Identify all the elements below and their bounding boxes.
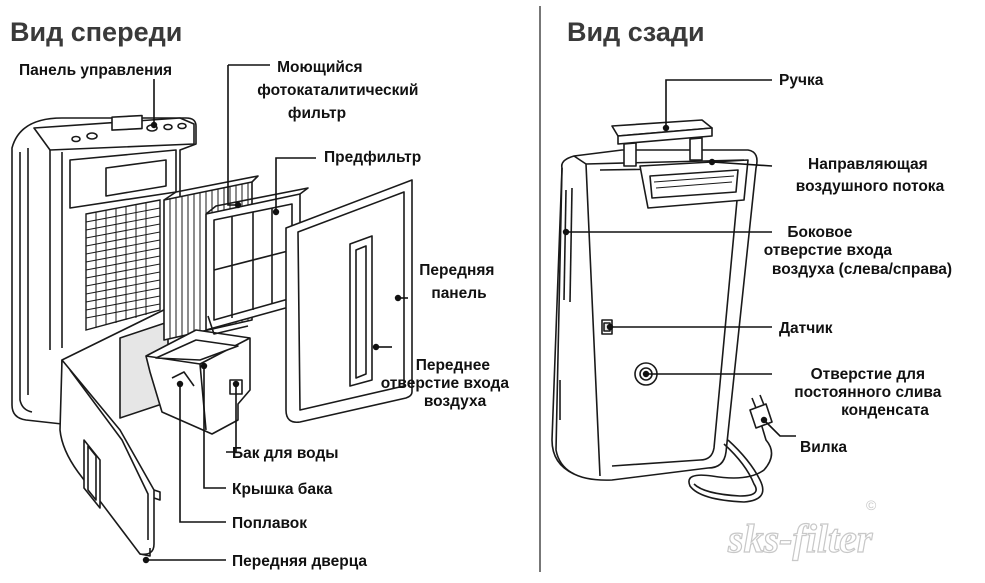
label-sensor: Датчик [779,320,833,337]
label-washable-filter: Моющийся фотокаталитический фильтр [257,59,423,122]
label-float: Поплавок [232,515,307,532]
back-view-heading: Вид сзади [567,17,705,47]
label-plug: Вилка [800,439,847,456]
label-front-door: Передняя дверца [232,553,367,570]
watermark-symbol: © [866,497,877,513]
watermark-text: sks-filter [727,516,873,561]
label-airflow-guide: Направляющая воздушного потока [796,156,945,195]
front-view-heading: Вид спереди [10,17,182,47]
label-side-air-inlet: Боковое отверстие входа воздуха (слева/с… [764,224,952,278]
front-view-drawing [11,114,413,557]
label-water-tank: Бак для воды [232,445,339,462]
back-view-drawing [551,119,773,503]
front-leaders [142,64,408,564]
label-prefilter: Предфильтр [324,149,421,166]
label-handle: Ручка [779,72,824,89]
label-front-panel: Передняя панель [419,262,498,302]
label-control-panel: Панель управления [19,62,172,79]
label-front-air-inlet: Переднее отверстие входа воздуха [381,357,514,410]
label-drain-hole: Отверстие для постоянного слива конденса… [794,366,945,419]
label-tank-lid: Крышка бака [232,481,333,498]
back-leaders [562,79,796,437]
